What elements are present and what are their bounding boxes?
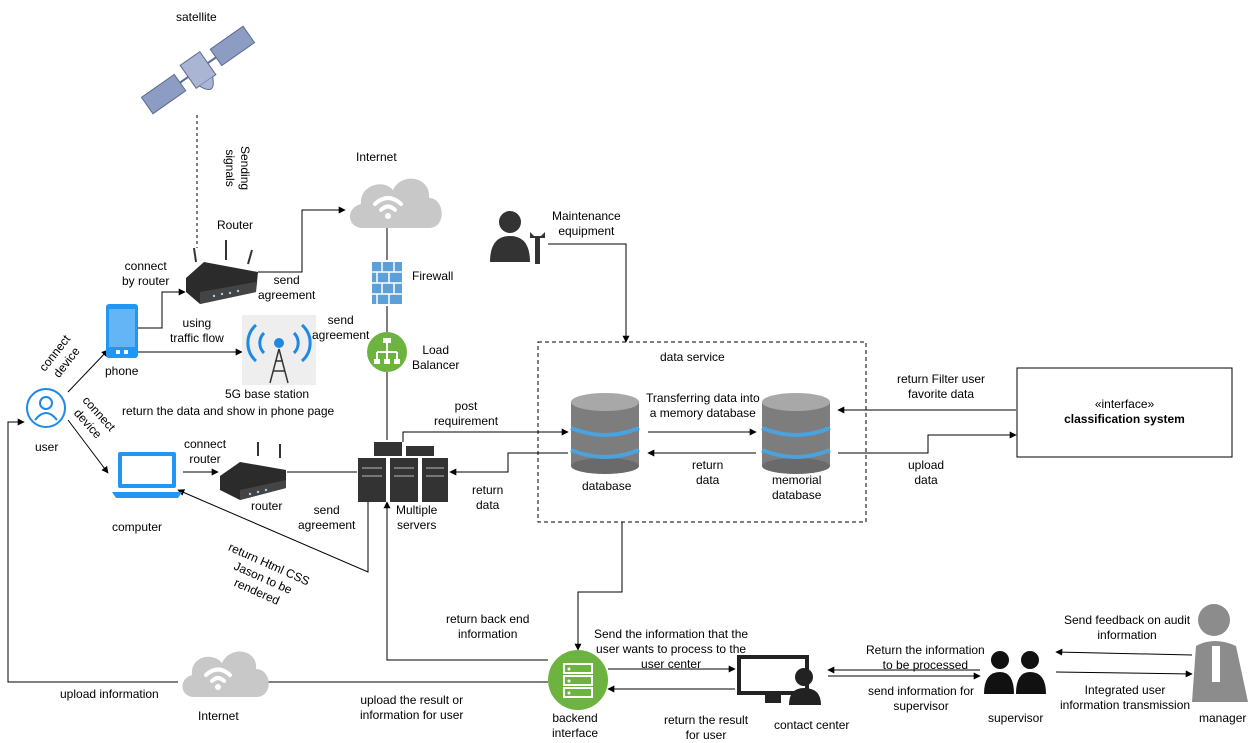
firewall-label: Firewall [412,269,454,283]
send-info-user-center-label: Send the information that the user wants… [594,627,749,671]
return-info-processed-label: Return the information to be processed [866,643,985,672]
supervisor-icon [984,651,1046,694]
classification-stereotype: «interface» [1094,397,1155,411]
manager-label: manager [1199,711,1247,725]
edge-servers-database [402,428,569,442]
classification-system-box [1016,367,1233,458]
return-result-label: return the result for user [664,713,749,742]
phone-icon [106,304,138,358]
return-backend-label: return back end information [446,612,530,641]
backend-server-icon [548,650,608,710]
using-traffic-flow-label: using traffic flow [170,316,224,345]
sending-signals-label: Sending signals [223,146,252,191]
database-label: database [582,479,632,493]
edge-dataservice-backend [574,522,623,651]
maintenance-person-icon [490,211,545,264]
internet-top-label: Internet [356,150,397,164]
data-service-label: data service [660,350,725,364]
base-station-icon [242,315,316,385]
contact-center-icon [737,655,821,705]
send-agreement-1-label: send agreement [258,273,316,302]
return-data-phone-label: return the data and show in phone page [122,404,335,418]
upload-result-label: upload the result or information for use… [360,693,464,722]
servers-icon [358,442,448,502]
edge-backend-servers [383,501,548,661]
laptop-icon [112,452,182,498]
return-data-servers-label: return data [472,483,504,512]
edge-internet-user [7,418,178,683]
edge-servers-computer [177,489,369,573]
connect-router-label: connect router [184,437,227,466]
edge-user-phone [67,349,109,393]
maintenance-label: Maintenance equipment [552,209,621,238]
phone-label: phone [105,364,139,378]
edge-supervisor-manager [1055,670,1193,678]
send-info-supervisor-label: send information for supervisor [868,684,975,713]
user-label: user [35,440,59,454]
router-icon [186,240,258,304]
router-icon [220,442,286,500]
send-agreement-3-label: send agreement [298,503,356,532]
post-requirement-label: post requirement [434,399,499,428]
connect-by-router-label: connect by router [122,259,170,288]
supervisor-label: supervisor [988,711,1044,725]
load-balancer-icon [367,332,407,372]
transferring-label: Transferring data into a memory database [646,391,760,420]
satellite-icon [140,25,256,115]
contact-center-label: contact center [774,718,850,732]
firewall-icon [372,262,402,304]
memorial-database-label: memorial database [772,473,822,502]
router-top-label: Router [217,218,254,232]
router-bottom-label: router [251,499,283,513]
integrated-user-label: Integrated user information transmission [1060,683,1191,712]
manager-icon [1192,604,1248,702]
load-balancer-label: Load Balancer [412,343,460,372]
upload-information-label: upload information [60,687,159,701]
classification-name: classification system [1064,412,1185,426]
edge-user-computer [67,419,109,474]
computer-label: computer [112,520,163,534]
database-icon [570,393,640,474]
edge-manager-supervisor [1055,648,1193,656]
satellite-label: satellite [176,10,217,24]
cloud-icon [182,651,269,697]
edge-router-internet [258,206,346,273]
backend-interface-label: backend interface [552,711,599,740]
connectors [7,115,1193,693]
send-agreement-2-label: send agreement [312,313,370,342]
cloud-icon [349,178,442,228]
data-service-group [537,341,867,523]
base-station-label: 5G base station [225,387,310,401]
edge-phone-router [137,288,186,329]
internet-bottom-label: Internet [198,709,239,723]
database-icon [761,393,831,474]
upload-data-label: upload data [908,458,945,487]
return-filter-label: return Filter user favorite data [897,372,986,401]
send-feedback-label: Send feedback on audit information [1064,613,1191,642]
edge-maint-dataservice [548,243,630,343]
return-data-db-label: return data [692,458,724,487]
edge-database-servers [449,452,568,476]
user-icon [26,388,66,428]
multiple-servers-label: Multiple servers [396,503,438,532]
edge-memorial-class [838,431,1017,454]
